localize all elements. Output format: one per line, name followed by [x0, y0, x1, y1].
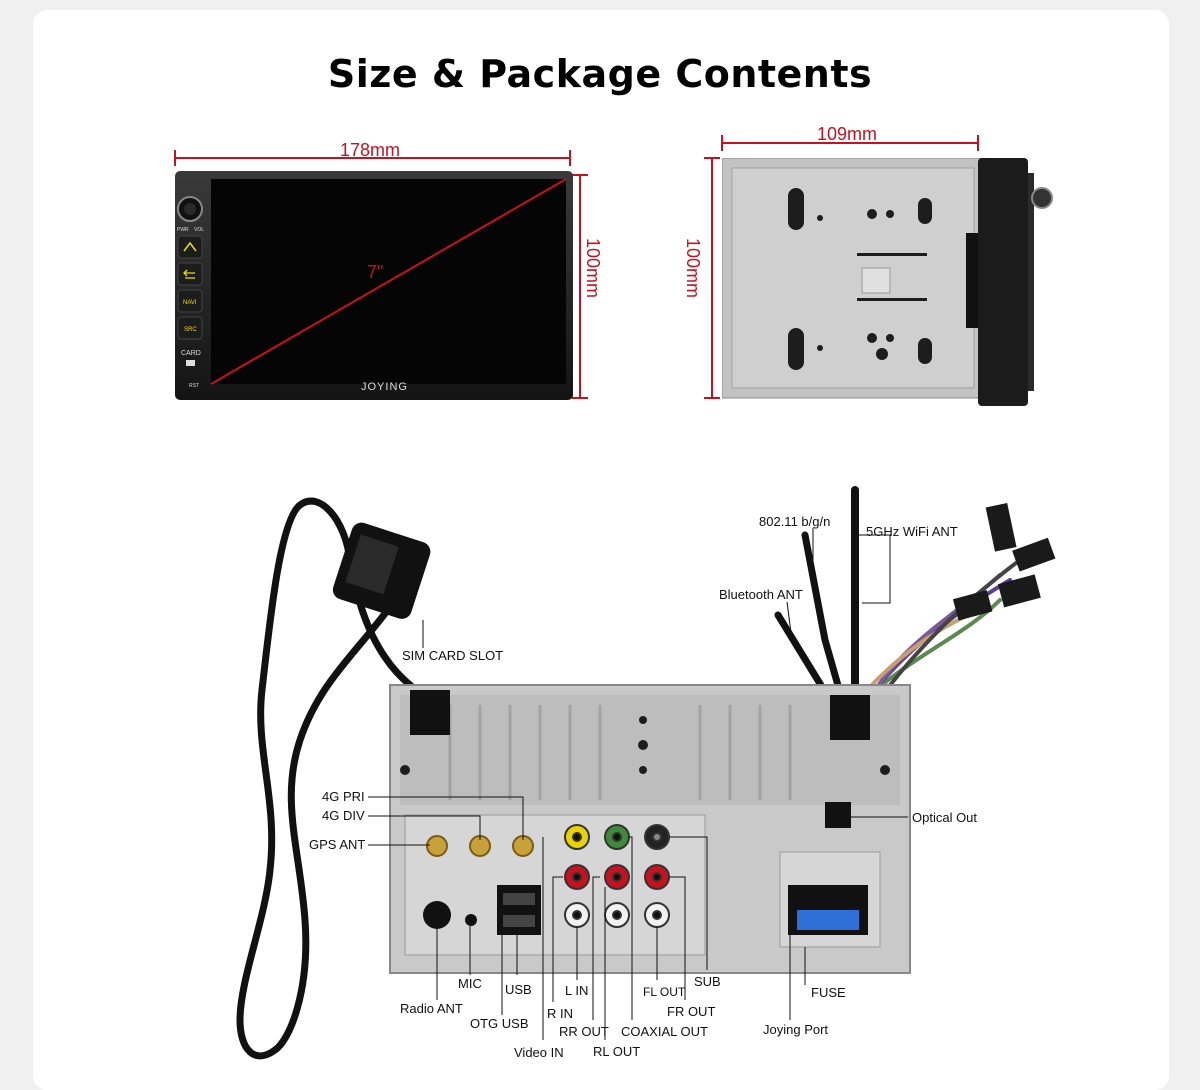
svg-text:SRC: SRC: [184, 327, 197, 333]
svg-text:VOL: VOL: [194, 227, 204, 233]
svg-text:JOYING: JOYING: [361, 381, 408, 393]
svg-text:PWR: PWR: [177, 227, 189, 233]
page-title: Size & Package Contents: [327, 52, 873, 96]
rr-out-label: RR OUT: [559, 1024, 609, 1039]
fr-out-label: FR OUT: [667, 1004, 716, 1019]
sub-label: SUB: [694, 974, 721, 989]
bluetooth-ant-label: Bluetooth ANT: [719, 587, 803, 602]
coaxial-out-label: COAXIAL OUT: [621, 1024, 708, 1039]
radio-ant-label: Radio ANT: [400, 1001, 463, 1016]
joying-port-label: Joying Port: [763, 1022, 829, 1037]
svg-text:RST: RST: [189, 383, 199, 389]
svg-text:NAVI: NAVI: [183, 300, 197, 306]
wifi-bgn-label: 802.11 b/g/n: [759, 514, 831, 529]
l-in-label: L IN: [565, 983, 589, 998]
4g-pri-label: 4G PRI: [322, 789, 365, 804]
side-chassis-unit: [722, 158, 1053, 406]
mic-label: MIC: [458, 976, 482, 991]
otg-usb-label: OTG USB: [470, 1016, 529, 1031]
svg-text:CARD: CARD: [181, 350, 201, 357]
gps-ant-label: GPS ANT: [309, 837, 366, 852]
r-in-label: R IN: [547, 1006, 573, 1021]
fl-out-label: FL OUT: [643, 985, 686, 999]
usb-label: USB: [505, 982, 532, 997]
sim-card-slot-label: SIM CARD SLOT: [402, 648, 504, 663]
video-in-label: Video IN: [514, 1045, 564, 1060]
rl-out-label: RL OUT: [593, 1044, 641, 1059]
wifi-5ghz-label: 5GHz WiFi ANT: [866, 524, 958, 539]
front-radio-unit: PWR VOL NAVI SRC CARD RST JOYING: [175, 171, 573, 400]
4g-div-label: 4G DIV: [322, 808, 365, 823]
optical-out-label: Optical Out: [912, 810, 978, 825]
fuse-label: FUSE: [811, 985, 846, 1000]
front-width-label: 178mm: [340, 140, 401, 160]
diagonal-label: 7": [367, 262, 384, 282]
side-depth-label: 109mm: [817, 124, 878, 144]
